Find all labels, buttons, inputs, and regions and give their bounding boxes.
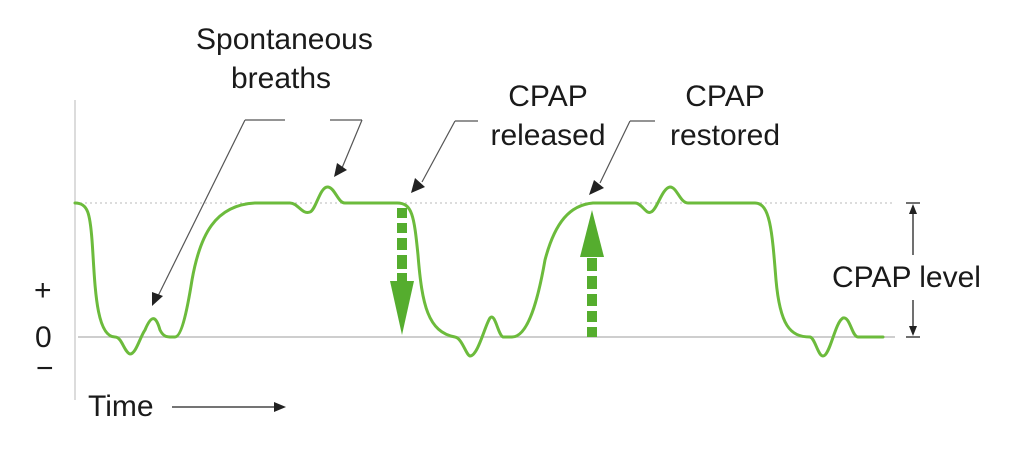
spontaneous-breaths-label: Spontaneous breaths [196, 23, 373, 95]
released-line1: CPAP [508, 80, 588, 113]
release-arrow-dash [397, 208, 407, 218]
pressure-waveform [73, 185, 885, 358]
released-arrowhead [411, 178, 425, 193]
restore-arrow-head [580, 210, 604, 257]
cpap-released-label: CPAP released [478, 82, 618, 151]
restore-arrow [580, 210, 604, 337]
restored-arrowhead [589, 180, 604, 195]
axis-zero-label: 0 [35, 321, 52, 354]
release-arrow [390, 208, 414, 335]
spontaneous-leader-right [341, 119, 363, 169]
released-leader [421, 120, 456, 183]
release-arrow-dash [397, 255, 407, 269]
release-arrow-dash [397, 273, 407, 281]
cpap-restored-label: CPAP restored [655, 82, 795, 151]
axis-minus-label: − [36, 352, 54, 385]
restored-leader [599, 120, 631, 184]
spontaneous-line1: Spontaneous [196, 23, 373, 56]
restore-arrow-dash [587, 294, 597, 306]
restore-arrow-dash [587, 327, 597, 337]
time-label: Time [88, 390, 154, 423]
restore-arrow-dash [587, 276, 597, 289]
restored-line2: restored [669, 119, 781, 152]
restored-line1: CPAP [685, 80, 765, 113]
spontaneous-left-arrowhead [152, 292, 163, 306]
release-arrow-head [390, 281, 414, 335]
cpap-level-marker [906, 202, 920, 338]
cpap-level-label: CPAP level [832, 261, 981, 294]
released-line2: released [490, 119, 606, 152]
spontaneous-right-arrowhead [334, 163, 347, 177]
release-arrow-dash [397, 238, 407, 250]
restore-arrow-dash [587, 258, 597, 271]
spontaneous-line2: breaths [230, 62, 332, 95]
release-arrow-dash [397, 223, 407, 233]
time-arrow [172, 402, 286, 412]
spontaneous-leader-left [157, 119, 246, 297]
restore-arrow-dash [587, 311, 597, 322]
axis-plus-label: + [34, 274, 52, 307]
